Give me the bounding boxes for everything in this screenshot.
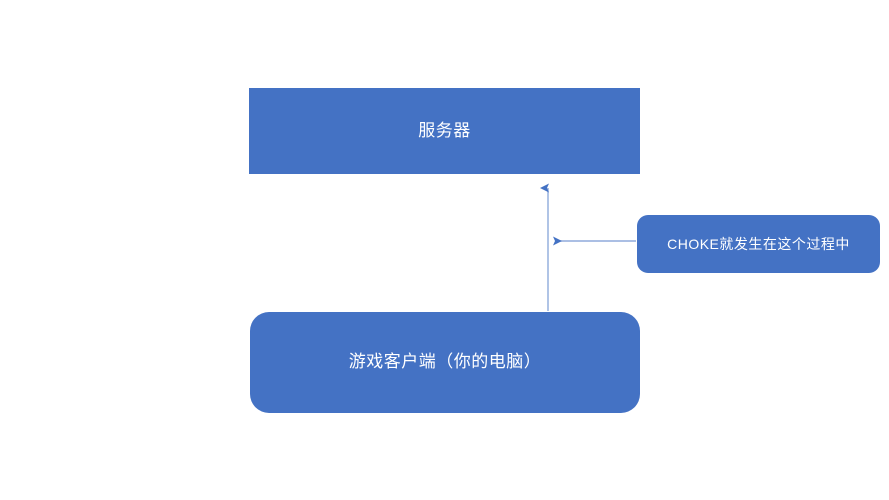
node-game-client-label: 游戏客户端（你的电脑） (348, 352, 542, 372)
node-choke-annotation[interactable]: CHOKE就发生在这个过程中 (637, 215, 880, 273)
node-server[interactable]: 服务器 (249, 88, 640, 174)
node-game-client[interactable]: 游戏客户端（你的电脑） (250, 312, 640, 413)
node-choke-annotation-label: CHOKE就发生在这个过程中 (667, 235, 850, 252)
node-server-label: 服务器 (418, 120, 471, 140)
